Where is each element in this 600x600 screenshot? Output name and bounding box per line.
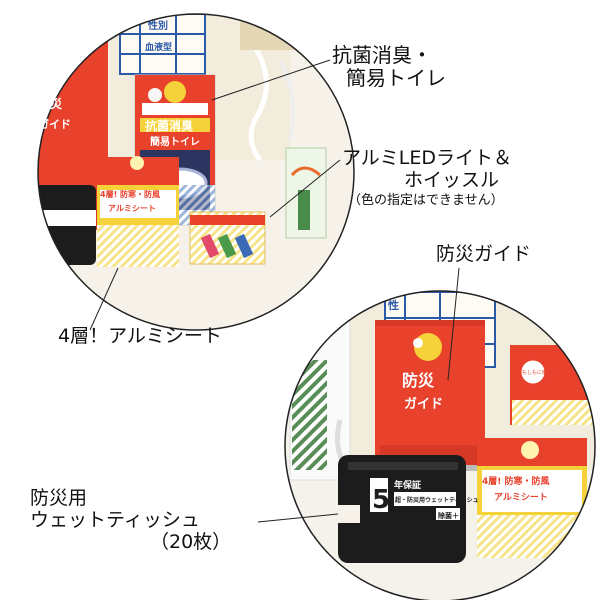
guide-title: 防災	[402, 371, 435, 390]
light-callout-line2: ホイッスル	[404, 168, 500, 191]
tissue-callout: 防災用 ウェットティッシュ （20枚）	[30, 487, 232, 554]
tissue-label: 除菌＋	[438, 511, 459, 520]
tissue-name: 超・防災用ウェットティッシュ	[394, 496, 479, 504]
badge-text: もしもに備えを	[522, 369, 557, 376]
light-callout: アルミLEDライト＆ ホイッスル （色の指定はできません）	[342, 147, 513, 209]
disaster-guide-booklet	[38, 40, 108, 190]
bag-field-gender: 性別	[147, 19, 168, 32]
guide-partial-title: 防災	[38, 96, 63, 111]
tissue-year: 年保証	[394, 479, 421, 491]
guide-partial-subtitle: ガイド	[38, 117, 71, 131]
tissue-number: 5	[372, 485, 390, 515]
tissue-callout-line1: 防災用	[30, 487, 88, 509]
sheet-callout: 4層！アルミシート	[58, 325, 222, 347]
tissue-callout-line3: （20枚）	[150, 530, 232, 553]
sheet-title-1: 4層! 防寒・防風	[100, 189, 160, 199]
toilet-callout-line2: 簡易トイレ	[346, 66, 446, 90]
sheet-title-2: アルミシート	[108, 204, 156, 213]
toilet-title-1: 抗菌消臭	[145, 118, 193, 133]
guide-subtitle: ガイド	[404, 397, 443, 412]
tissue-callout-line2: ウェットティッシュ	[30, 508, 200, 531]
toilet-callout: 抗菌消臭・ 簡易トイレ	[332, 44, 446, 90]
guide-callout: 防災ガイド	[436, 243, 532, 265]
light-callout-line1: アルミLEDライト＆	[342, 147, 513, 169]
light-callout-note: （色の指定はできません）	[348, 192, 504, 208]
toilet-callout-line1: 抗菌消臭・	[332, 43, 432, 67]
sheet-title-2b: アルミシート	[494, 492, 548, 503]
toilet-title-2: 簡易トイレ	[150, 135, 200, 148]
sheet-title-1b: 4層! 防寒・防風	[482, 475, 550, 487]
bag-field-gender-2: 性	[388, 298, 399, 312]
bag-field-blood: 血液型	[145, 41, 172, 53]
